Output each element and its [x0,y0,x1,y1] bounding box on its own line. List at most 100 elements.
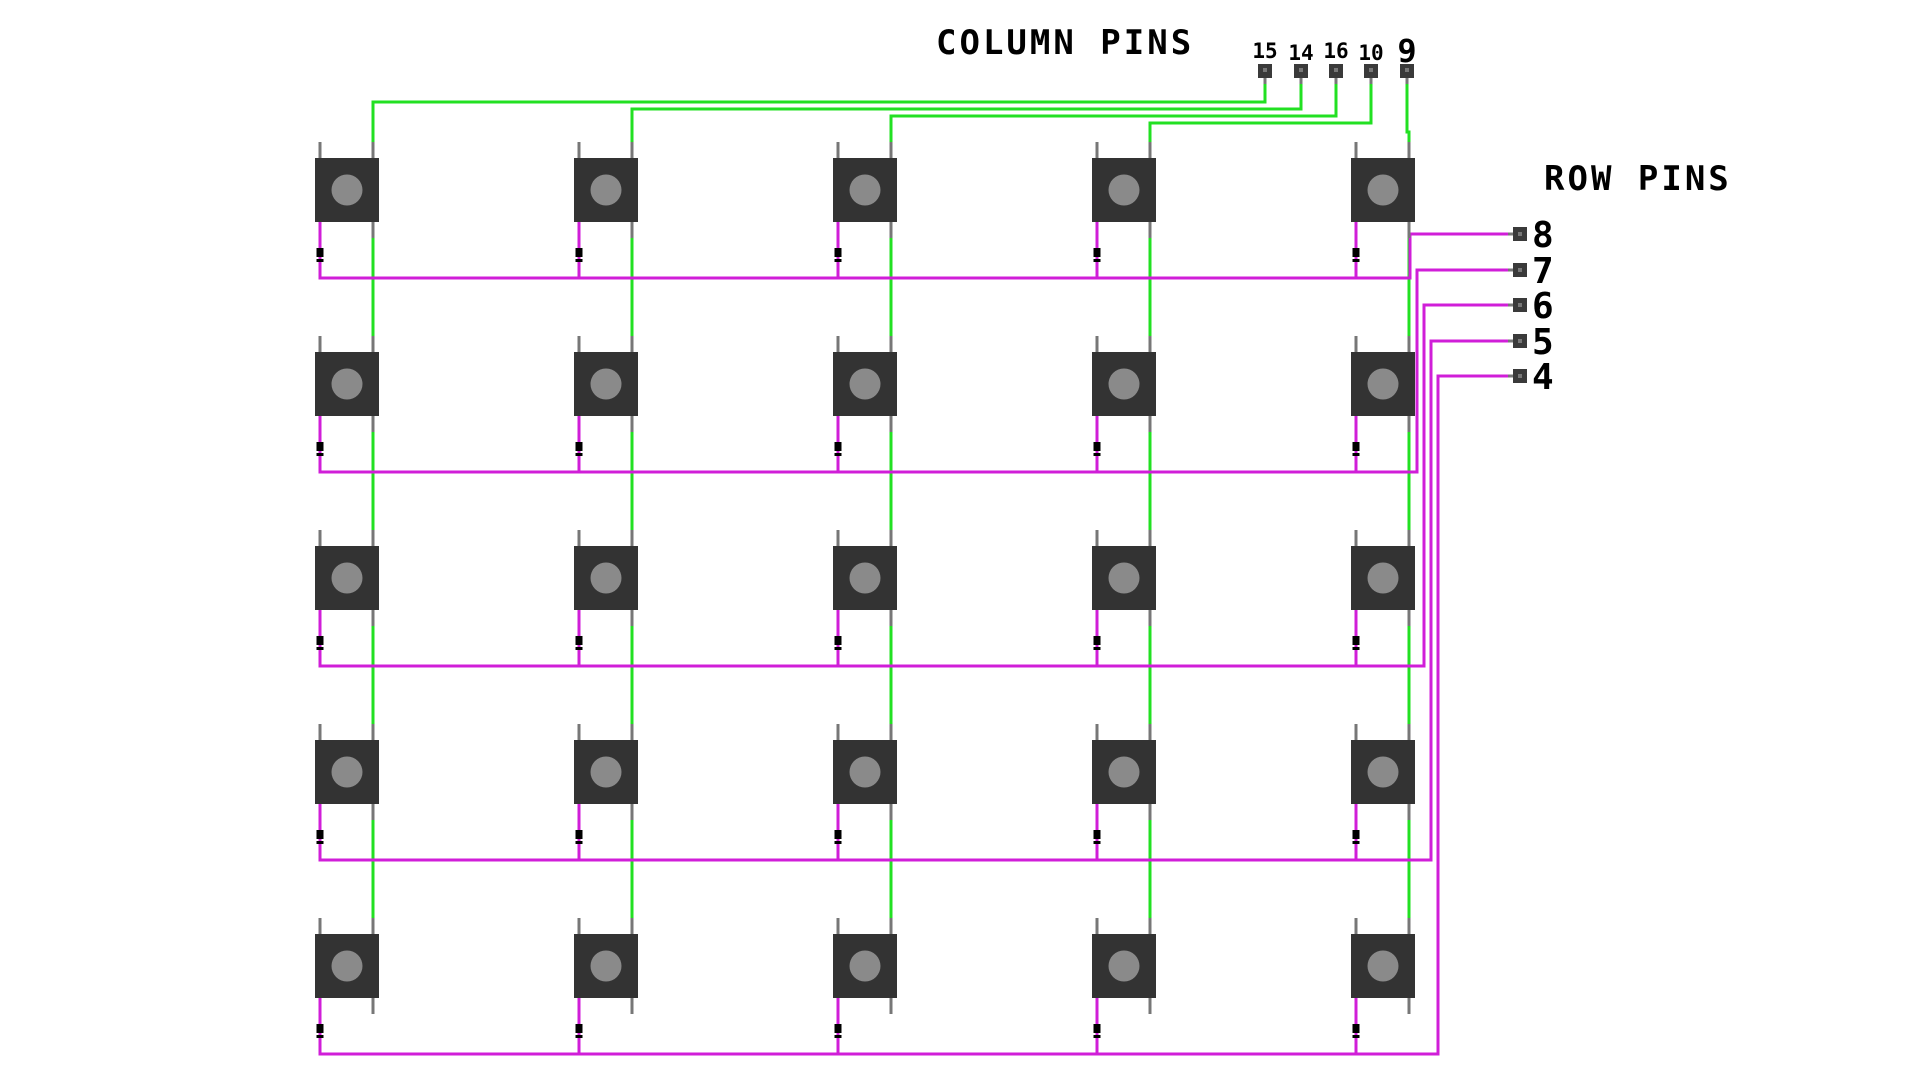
column-wire-4 [1148,82,1373,938]
row-wire-3 [318,303,1512,668]
diode-cathode-band [575,647,583,650]
push-button-r4-c2 [574,724,638,844]
diode-icon [575,442,583,451]
push-button-r3-c5 [1351,530,1415,650]
column-wire-2 [630,82,1303,938]
diode-icon [575,830,583,839]
row-pin-label-4: 4 [1532,357,1554,398]
button-cap [590,950,622,982]
pin-hole [1518,374,1522,378]
push-button-r5-c2 [574,918,638,1038]
diode-cathode-band [1352,453,1360,456]
diode-icon [575,636,583,645]
pin-hole [1518,339,1522,343]
button-cap [590,562,622,594]
diode-icon [575,248,583,257]
push-button-r4-c3 [833,724,897,844]
diode-cathode-band [1352,259,1360,262]
diode-cathode-band [316,647,324,650]
column-pin-label-9: 9 [1397,32,1416,70]
diode-cathode-band [316,453,324,456]
row-wire-5 [318,374,1512,1056]
push-button-r5-c3 [833,918,897,1038]
diode-cathode-band [1093,841,1101,844]
push-button-r5-c1 [315,918,379,1038]
diode-cathode-band [834,453,842,456]
diode-cathode-band [316,841,324,844]
button-cap [849,368,881,400]
push-button-r1-c4 [1092,142,1156,262]
push-button-r2-c2 [574,336,638,456]
diode-icon [1093,248,1101,257]
pin-hole [1334,68,1338,72]
row-pins-title: ROW PINS [1544,159,1732,199]
push-button-r2-c3 [833,336,897,456]
row-pin-label-6: 6 [1532,286,1554,327]
buttons-layer [315,142,1415,1038]
column-wire-3 [889,82,1338,938]
button-cap [1367,562,1399,594]
push-button-r2-c5 [1351,336,1415,456]
pin-hole [1263,68,1267,72]
diode-icon [1093,1024,1101,1033]
diode-icon [1352,442,1360,451]
push-button-r4-c5 [1351,724,1415,844]
push-button-r1-c1 [315,142,379,262]
button-cap [590,368,622,400]
diode-icon [1352,636,1360,645]
pin-hole [1518,303,1522,307]
pin-hole [1405,68,1409,72]
button-cap [1108,756,1140,788]
pin-hole [1299,68,1303,72]
button-cap [1367,174,1399,206]
pins-layer [1258,64,1527,383]
diode-icon [1093,636,1101,645]
diode-cathode-band [575,259,583,262]
column-pins-title: COLUMN PINS [936,23,1194,63]
row-pin-label-7: 7 [1532,251,1554,292]
diode-cathode-band [316,259,324,262]
push-button-r1-c2 [574,142,638,262]
diode-cathode-band [1352,1035,1360,1038]
button-cap [590,756,622,788]
push-button-r3-c2 [574,530,638,650]
column-pin-label-14: 14 [1288,41,1313,65]
column-pin-label-15: 15 [1252,39,1277,63]
diode-cathode-band [575,841,583,844]
diode-cathode-band [1093,647,1101,650]
diode-icon [316,442,324,451]
push-button-r2-c4 [1092,336,1156,456]
diode-icon [834,1024,842,1033]
button-cap [1367,950,1399,982]
diode-cathode-band [1352,647,1360,650]
button-cap [849,756,881,788]
diode-icon [1352,830,1360,839]
diode-cathode-band [1093,259,1101,262]
diode-icon [1093,830,1101,839]
button-cap [1108,174,1140,206]
diode-cathode-band [1352,841,1360,844]
diode-icon [834,830,842,839]
button-cap [849,562,881,594]
button-cap [331,562,363,594]
diode-icon [575,1024,583,1033]
diode-cathode-band [316,1035,324,1038]
diode-icon [316,636,324,645]
diode-cathode-band [834,1035,842,1038]
push-button-r5-c5 [1351,918,1415,1038]
row-wire-4 [318,339,1512,862]
push-button-r1-c3 [833,142,897,262]
button-cap [1108,368,1140,400]
diode-icon [1093,442,1101,451]
pin-hole [1518,268,1522,272]
diode-cathode-band [834,647,842,650]
button-cap [1108,950,1140,982]
button-cap [849,950,881,982]
diode-cathode-band [834,259,842,262]
push-button-r3-c1 [315,530,379,650]
button-cap [849,174,881,206]
row-pin-label-5: 5 [1532,322,1554,363]
